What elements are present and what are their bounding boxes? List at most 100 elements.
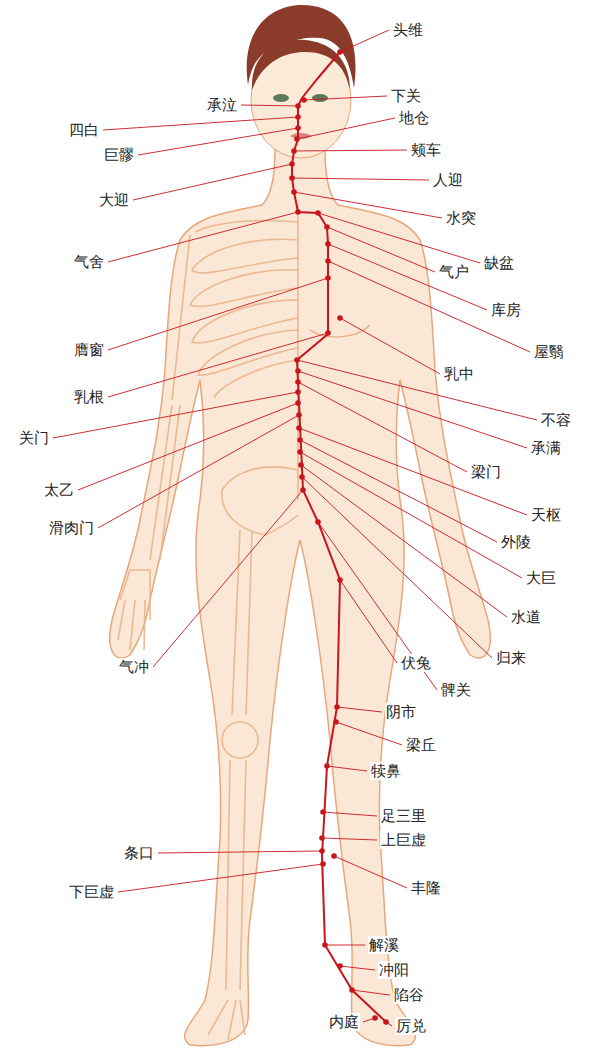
leader-line: [298, 371, 527, 448]
acupoint-dot: [300, 487, 306, 493]
acupoint-dot: [320, 861, 326, 867]
acupoint-dot: [291, 189, 297, 195]
acupoint-label: 髀关: [440, 681, 472, 699]
acupoint-dot: [372, 1015, 378, 1021]
acupoint-label: 气舍: [73, 253, 105, 271]
acupoint-label: 承泣: [206, 96, 238, 114]
acupoint-dot: [319, 848, 325, 854]
acupoint-dot: [294, 357, 300, 363]
leader-line: [98, 415, 299, 528]
acupoint-label: 梁丘: [405, 736, 437, 754]
acupoint-dot: [295, 125, 301, 131]
leader-line: [302, 477, 492, 658]
acupoint-dot: [296, 425, 302, 431]
leader-line: [340, 318, 440, 374]
acupoint-dot: [320, 809, 326, 815]
acupoint-dot: [325, 241, 331, 247]
acupoint-label: 滑肉门: [48, 519, 95, 537]
leader-line: [300, 452, 522, 578]
leader-line: [328, 244, 487, 310]
acupoint-dot: [324, 763, 330, 769]
acupoint-label: 外陵: [500, 533, 532, 551]
leader-line: [298, 382, 467, 472]
acupoint-label: 足三里: [380, 807, 427, 825]
acupoint-dot: [295, 114, 301, 120]
leader-line: [352, 990, 390, 995]
acupoint-label: 缺盆: [483, 254, 515, 272]
acupoint-label: 下巨虚: [68, 883, 115, 901]
acupoint-label: 四白: [68, 121, 100, 139]
acupoint-dot: [324, 224, 330, 230]
acupoint-dot: [295, 389, 301, 395]
acupoint-label: 水道: [510, 608, 542, 626]
acupoint-label: 冲阳: [378, 961, 410, 979]
acupoint-label: 梁门: [470, 463, 502, 481]
leader-line: [158, 851, 322, 853]
acupoint-label: 犊鼻: [370, 762, 402, 780]
leader-line: [138, 128, 298, 155]
acupoint-dot: [319, 835, 325, 841]
acupoint-label: 巨髎: [103, 146, 135, 164]
acupoint-label: 库房: [490, 301, 522, 319]
acupoint-label: 气冲: [118, 658, 150, 676]
leader-line: [108, 212, 298, 262]
acupoint-dot: [295, 103, 301, 109]
acupoint-dot: [289, 161, 295, 167]
acupoint-dot: [322, 942, 328, 948]
acupoint-label: 水突: [445, 209, 477, 227]
leader-line: [292, 178, 429, 180]
leader-line: [153, 490, 303, 667]
acupoint-label: 人迎: [432, 171, 464, 189]
leader-line: [133, 164, 292, 200]
acupoint-dot: [331, 853, 337, 859]
leader-line: [327, 766, 367, 771]
acupoint-label: 乳根: [73, 388, 105, 406]
leader-line: [340, 966, 375, 970]
acupoint-dot: [295, 209, 301, 215]
acupoint-label: 承满: [530, 439, 562, 457]
acupoint-label: 伏兔: [400, 654, 432, 672]
acupoint-label: 陷谷: [393, 986, 425, 1004]
leader-line: [108, 278, 328, 350]
acupoint-label: 阴市: [385, 703, 417, 721]
eye: [312, 94, 328, 102]
acupoint-label: 太乙: [43, 481, 75, 499]
acupoint-dot: [333, 719, 339, 725]
acupoint-dot: [297, 437, 303, 443]
leader-line: [337, 707, 382, 712]
acupoint-dot: [289, 175, 295, 181]
acupoint-dot: [325, 258, 331, 264]
leader-line: [328, 261, 530, 352]
acupoint-dot: [291, 148, 297, 154]
leader-line: [299, 428, 527, 515]
acupoint-dot: [294, 136, 300, 142]
eye: [273, 94, 289, 102]
acupoint-dot: [295, 368, 301, 374]
acupoint-label: 厉兑: [395, 1017, 427, 1035]
acupoint-dot: [301, 97, 307, 103]
acupoint-label: 上巨虚: [380, 831, 427, 849]
acupoint-dot: [315, 210, 321, 216]
acupoint-dot: [295, 379, 301, 385]
acupoint-dot: [315, 519, 321, 525]
acupoint-dot: [295, 400, 301, 406]
leader-line: [297, 118, 395, 139]
leader-line: [334, 856, 407, 888]
acupoint-label: 乳中: [443, 365, 475, 383]
acupoint-label: 地仓: [398, 109, 430, 127]
acupoint-label: 大巨: [525, 569, 557, 587]
acupoint-dot: [325, 330, 331, 336]
acupoint-label: 解溪: [368, 936, 400, 954]
leader-line: [336, 722, 402, 745]
leader-line: [103, 117, 298, 130]
leader-line: [323, 812, 377, 816]
acupoint-dot: [325, 275, 331, 281]
acupoint-label: 关门: [18, 429, 50, 447]
acupoint-label: 颊车: [410, 141, 442, 159]
meridian-line: [292, 52, 386, 1022]
leader-line: [241, 105, 298, 106]
acupoint-dot: [349, 987, 355, 993]
acupoint-label: 天枢: [530, 506, 562, 524]
